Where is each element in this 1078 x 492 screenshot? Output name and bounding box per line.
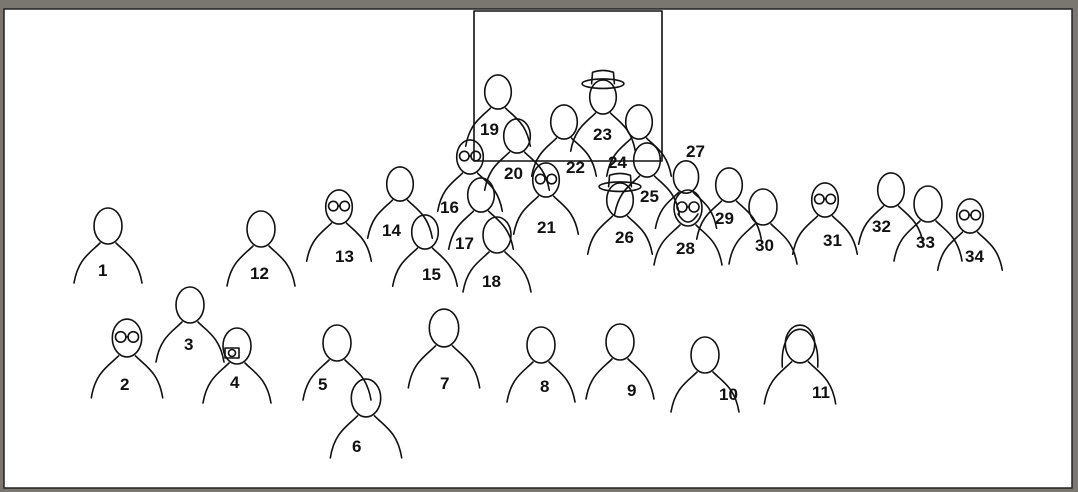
person-label: 15 xyxy=(422,265,441,284)
person-label: 27 xyxy=(686,142,705,161)
person-label: 32 xyxy=(872,217,891,236)
person-label: 31 xyxy=(823,231,842,250)
person-label: 11 xyxy=(812,383,830,402)
person-label: 19 xyxy=(480,120,499,139)
person-label: 3 xyxy=(184,335,193,354)
person-label: 20 xyxy=(504,164,523,183)
person-label: 24 xyxy=(608,153,627,172)
person-label: 8 xyxy=(540,377,549,396)
person-label: 14 xyxy=(382,221,401,240)
person-label: 34 xyxy=(965,247,984,266)
person-label: 18 xyxy=(482,272,501,291)
person-label: 23 xyxy=(593,125,612,144)
person-label: 4 xyxy=(230,373,240,392)
person-label: 2 xyxy=(120,375,129,394)
paper-background xyxy=(4,9,1072,488)
person-label: 9 xyxy=(627,381,636,400)
person-label: 5 xyxy=(318,375,327,394)
person-label: 22 xyxy=(566,158,585,177)
person-label: 21 xyxy=(537,218,556,237)
person-label: 16 xyxy=(440,198,459,217)
person-label: 13 xyxy=(335,247,354,266)
person-label: 33 xyxy=(916,233,935,252)
person-label: 7 xyxy=(440,374,449,393)
person-label: 30 xyxy=(755,236,774,255)
person-label: 28 xyxy=(676,239,695,258)
person-label: 29 xyxy=(715,209,734,228)
person-label: 25 xyxy=(640,187,659,206)
person-label: 1 xyxy=(98,261,107,280)
person-label: 10 xyxy=(719,385,738,404)
person-label: 17 xyxy=(455,234,474,253)
person-label: 6 xyxy=(352,437,361,456)
person-label: 12 xyxy=(250,264,269,283)
person-label: 26 xyxy=(615,228,634,247)
